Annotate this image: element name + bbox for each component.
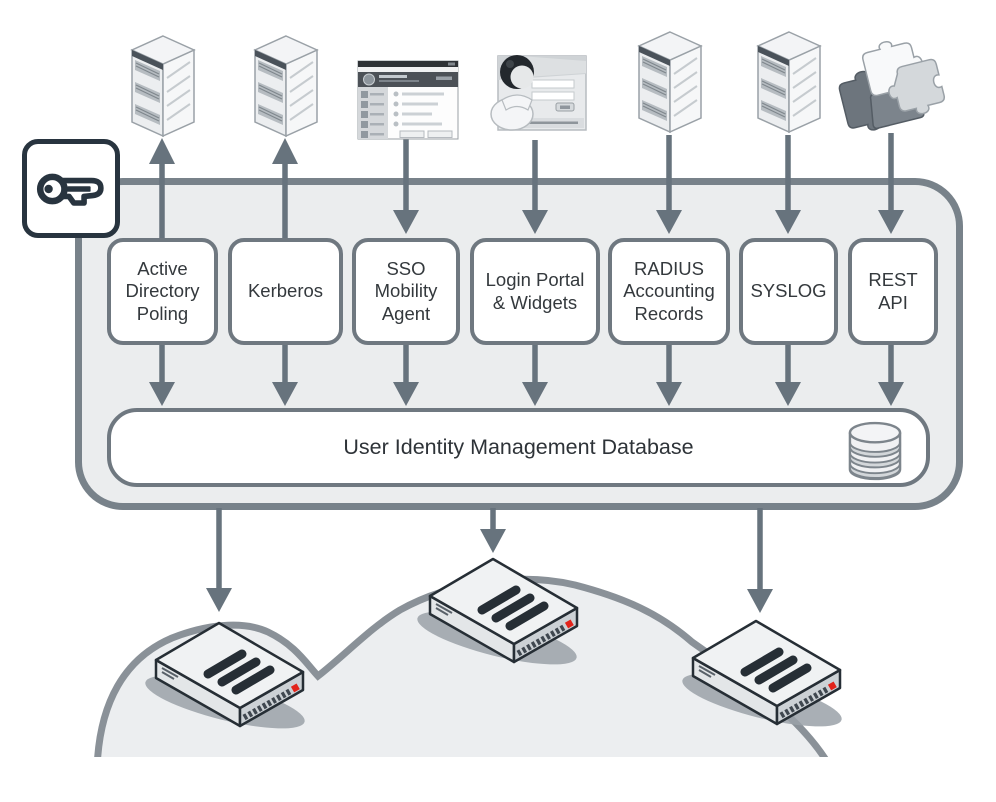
node-label: SYSLOG [750, 280, 827, 302]
node-label: Login Portal & Widgets [485, 268, 585, 313]
arrow-down [747, 508, 773, 613]
node-syslog: SYSLOG [739, 238, 838, 345]
puzzle-pieces-icon [838, 41, 946, 131]
internet-cloud-shape [94, 575, 829, 757]
node-kerberos: Kerberos [228, 238, 343, 345]
app-window-icon [357, 60, 459, 140]
node-radius-accounting-records: RADIUS Accounting Records [608, 238, 730, 345]
node-active-directory-polling: Active Directory Poling [107, 238, 218, 345]
node-label: Active Directory Poling [125, 257, 200, 324]
server-tower-icon [638, 31, 702, 133]
database-cylinder-icon [848, 421, 902, 481]
node-label: SSO Mobility Agent [374, 257, 438, 324]
node-sso-mobility-agent: SSO Mobility Agent [352, 238, 460, 345]
node-login-portal-widgets: Login Portal & Widgets [470, 238, 600, 345]
node-label: REST API [868, 268, 918, 313]
node-rest-api: REST API [848, 238, 938, 345]
key-badge [22, 139, 120, 238]
arrow-down [480, 508, 506, 553]
user-identity-database-bar: User Identity Management Database [107, 408, 930, 487]
fortigate-appliance-icon [156, 623, 303, 726]
server-tower-icon [757, 31, 821, 133]
server-tower-icon [131, 35, 195, 137]
database-label: User Identity Management Database [343, 435, 694, 459]
egress-arrows [206, 508, 773, 613]
server-tower-icon [254, 35, 318, 137]
node-label: RADIUS Accounting Records [623, 257, 715, 324]
user-login-portal-icon [490, 55, 587, 131]
node-label: Kerberos [247, 280, 324, 302]
appliance-shadows [145, 611, 842, 729]
arrow-down [206, 508, 232, 612]
fortigate-appliance-icon [430, 559, 577, 662]
key-icon [36, 173, 104, 206]
fortigate-appliance-icon [693, 621, 840, 724]
